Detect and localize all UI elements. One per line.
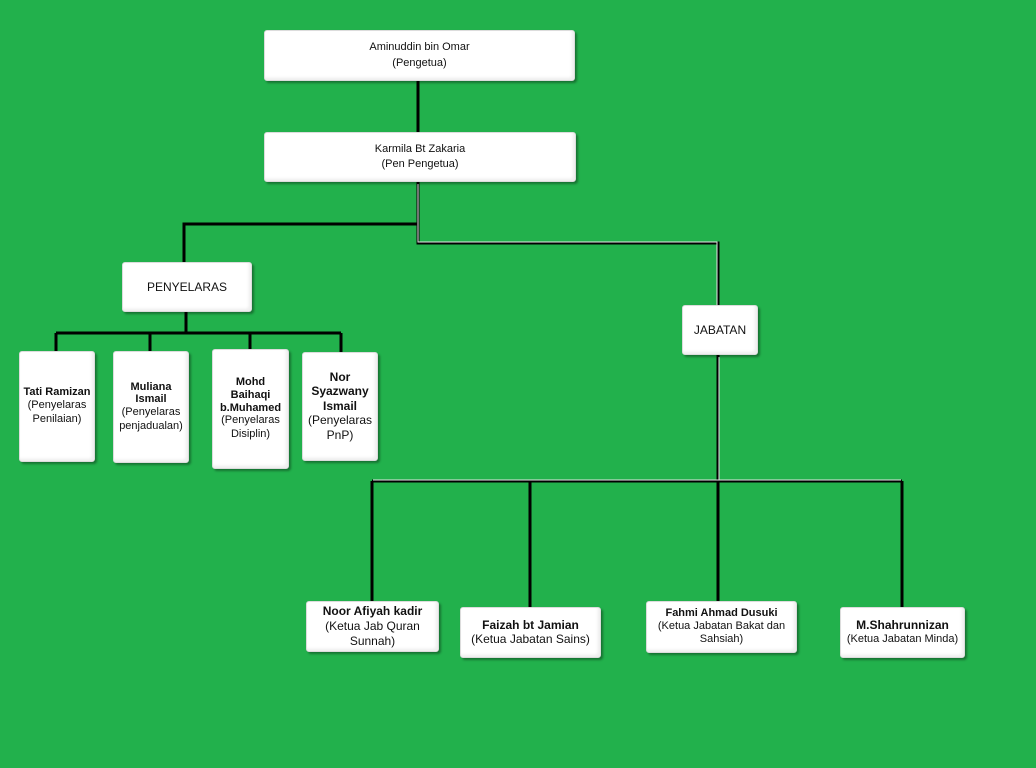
node-penyelaras-member-1[interactable]: Tati Ramizan (Penyelaras Penilaian) <box>19 351 95 462</box>
member-role: (Ketua Jab Quran Sunnah) <box>325 618 420 648</box>
node-penyelaras[interactable]: PENYELARAS <box>122 262 252 312</box>
member-role: (Penyelaras Penilaian) <box>27 399 87 425</box>
node-name: Karmila Bt Zakaria <box>374 143 466 156</box>
node-name: Aminuddin bin Omar <box>369 40 470 53</box>
node-jabatan[interactable]: JABATAN <box>682 305 758 355</box>
node-label: PENYELARAS <box>146 280 228 294</box>
node-jabatan-member-2[interactable]: Faizah bt Jamian (Ketua Jabatan Sains) <box>460 607 601 658</box>
node-penyelaras-member-3[interactable]: Mohd Baihaqi b.Muhamed (Penyelaras Disip… <box>212 349 289 469</box>
node-label: JABATAN <box>693 323 747 337</box>
node-role: (Pen Pengetua) <box>381 158 459 170</box>
member-role: (Ketua Jabatan Sains) <box>471 632 590 647</box>
member-name: Faizah bt Jamian <box>482 617 579 632</box>
member-name: Nor Syazwany Ismail <box>311 369 369 413</box>
connector-to-penyelaras <box>182 182 420 262</box>
member-name: M.Shahrunnizan <box>856 618 949 633</box>
member-name: Noor Afiyah kadir <box>322 604 423 619</box>
node-pengetua[interactable]: Aminuddin bin Omar (Pengetua) <box>264 30 575 81</box>
member-role: (Penyelaras penjadualan) <box>119 405 183 432</box>
member-name: Muliana Ismail <box>130 380 172 406</box>
node-jabatan-member-1[interactable]: Noor Afiyah kadir (Ketua Jab Quran Sunna… <box>306 601 439 652</box>
node-role: (Pengetua) <box>392 56 447 69</box>
member-role: (Penyelaras Disiplin) <box>221 414 280 440</box>
node-jabatan-member-3[interactable]: Fahmi Ahmad Dusuki (Ketua Jabatan Bakat … <box>646 601 797 653</box>
member-role: (Penyelaras PnP) <box>307 413 373 443</box>
member-name: Tati Ramizan <box>23 386 91 399</box>
node-pen-pengetua[interactable]: Karmila Bt Zakaria (Pen Pengetua) <box>264 132 576 182</box>
connector-to-jabatan <box>416 182 720 305</box>
node-jabatan-member-4[interactable]: M.Shahrunnizan (Ketua Jabatan Minda) <box>840 607 965 658</box>
member-role: (Ketua Jabatan Minda) <box>846 632 959 645</box>
member-name: Mohd Baihaqi b.Muhamed <box>219 376 282 414</box>
member-name: Fahmi Ahmad Dusuki <box>665 606 778 619</box>
member-role: (Ketua Jabatan Bakat dan Sahsiah) <box>657 619 786 646</box>
node-penyelaras-member-2[interactable]: Muliana Ismail (Penyelaras penjadualan) <box>113 351 189 463</box>
node-penyelaras-member-4[interactable]: Nor Syazwany Ismail (Penyelaras PnP) <box>302 352 378 461</box>
